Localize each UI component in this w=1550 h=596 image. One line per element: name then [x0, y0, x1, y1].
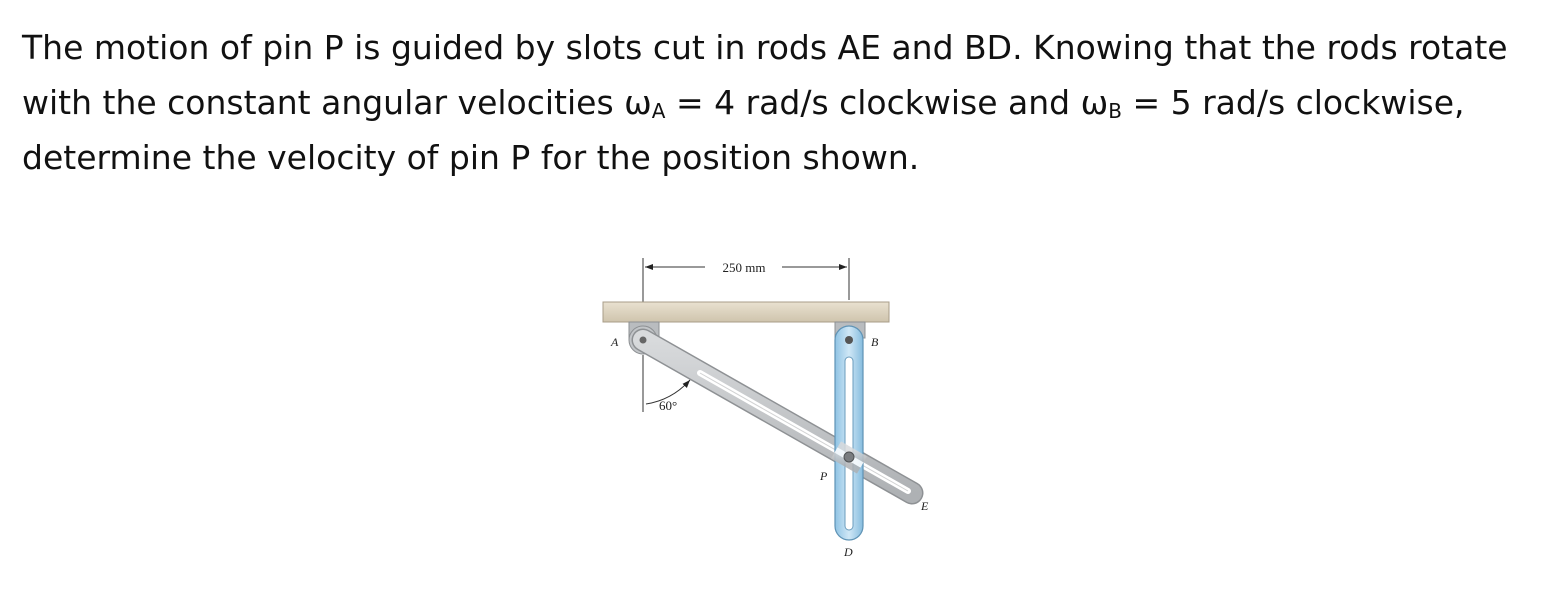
rod-bd-slot: [844, 356, 854, 531]
pin-p: [843, 451, 855, 463]
pin-a: [639, 336, 647, 344]
dimension-label: 250 mm: [723, 260, 766, 275]
omega-a-subscript: A: [651, 99, 666, 123]
label-d: D: [843, 545, 853, 559]
problem-line-3: determine the velocity of pin P for the …: [22, 130, 1542, 185]
label-p: P: [819, 469, 828, 483]
dimension-250mm: 250 mm: [642, 258, 850, 318]
angle-60: 60°: [642, 355, 691, 413]
label-e: E: [920, 499, 929, 513]
rod-ae: [631, 328, 924, 505]
problem-statement: The motion of pin P is guided by slots c…: [22, 20, 1542, 185]
problem-text-2c: = 5 rad/s clockwise,: [1121, 83, 1465, 122]
omega-b-subscript: B: [1108, 99, 1122, 123]
problem-text-2a: with the constant angular velocities ω: [22, 83, 652, 122]
pin-b: [845, 336, 853, 344]
problem-line-2: with the constant angular velocities ωA …: [22, 75, 1542, 130]
ceiling-support: [602, 301, 890, 323]
rod-bd: [834, 325, 864, 541]
problem-text-2b: = 4 rad/s clockwise and ω: [665, 83, 1109, 122]
label-a: A: [610, 335, 619, 349]
problem-text-3: determine the velocity of pin P for the …: [22, 138, 920, 177]
problem-text-1: The motion of pin P is guided by slots c…: [22, 28, 1508, 67]
problem-line-1: The motion of pin P is guided by slots c…: [22, 20, 1542, 75]
label-b: B: [871, 335, 879, 349]
angle-label: 60°: [659, 398, 677, 413]
rod-ae-slot: [697, 370, 911, 494]
